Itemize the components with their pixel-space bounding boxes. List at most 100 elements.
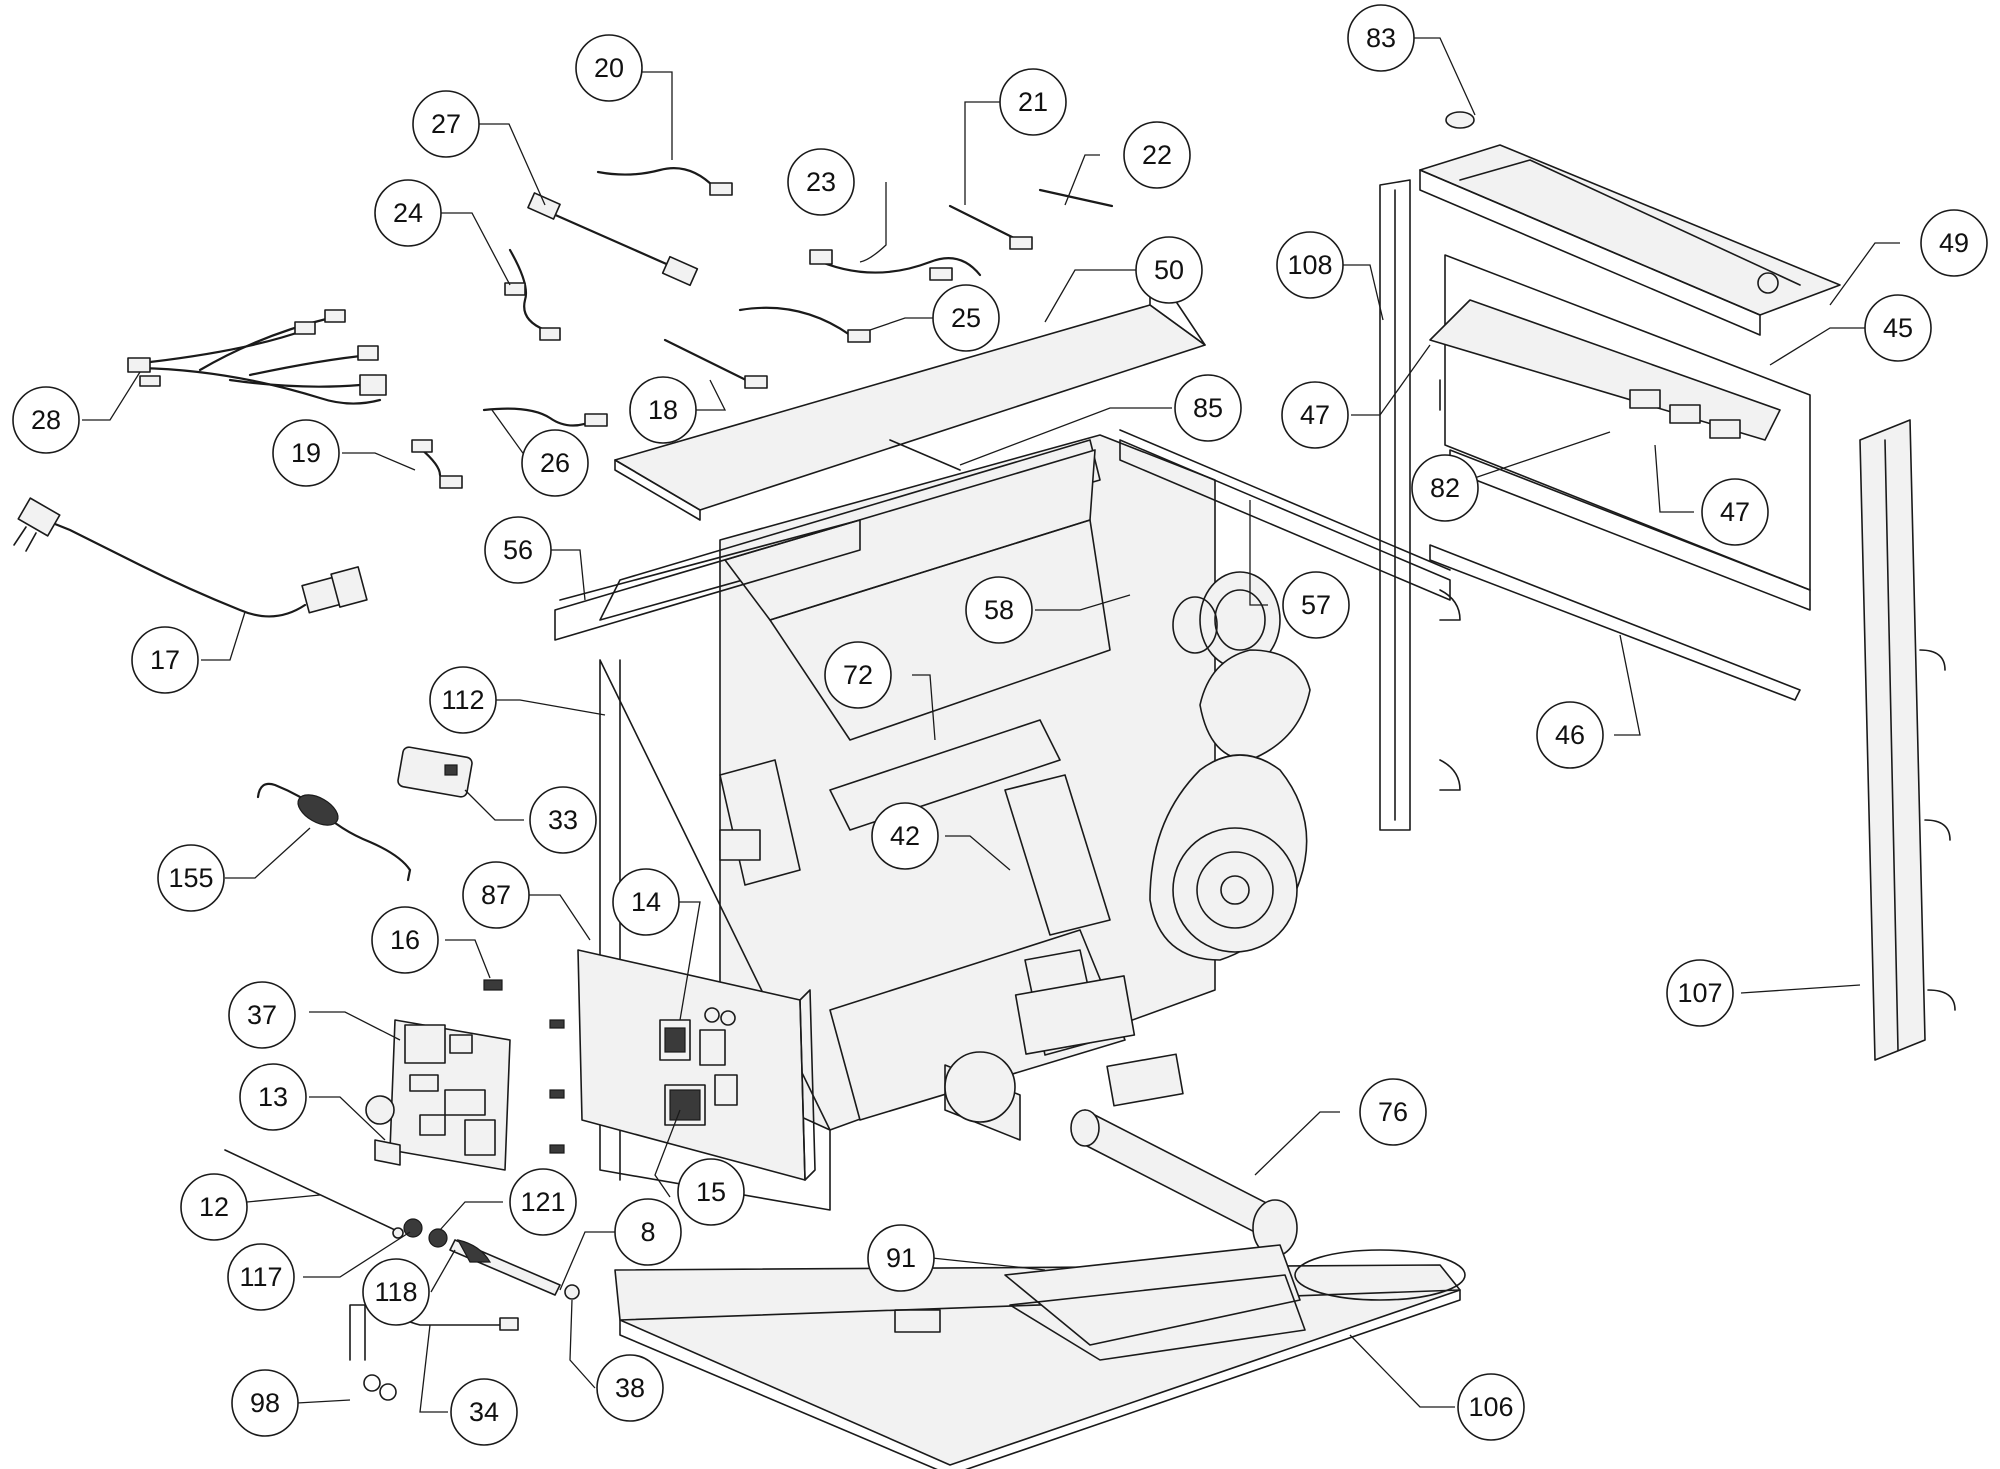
callout-number: 112 <box>441 685 484 715</box>
leader-50 <box>1044 269 1140 323</box>
callout-circle <box>1123 121 1191 189</box>
callout-72: 72 <box>824 641 892 709</box>
callout-number: 49 <box>1939 228 1969 258</box>
callout-22: 22 <box>1123 121 1191 189</box>
callout-number: 23 <box>806 167 836 197</box>
leader-13 <box>309 1096 386 1141</box>
leader-46 <box>1614 634 1641 736</box>
leader-49 <box>1829 242 1900 306</box>
callout-34: 34 <box>450 1378 518 1446</box>
callout-155: 155 <box>157 844 225 912</box>
callout-number: 121 <box>520 1187 565 1217</box>
callout-12: 12 <box>180 1173 248 1241</box>
leader-121 <box>439 1201 503 1231</box>
leader-8 <box>559 1231 617 1291</box>
callout-circle <box>1920 209 1988 277</box>
callout-number: 26 <box>540 448 570 478</box>
callout-circle <box>575 34 643 102</box>
leader-117 <box>303 1231 411 1278</box>
callout-circle <box>362 1258 430 1326</box>
callout-number: 57 <box>1301 590 1331 620</box>
leader-56 <box>545 549 586 601</box>
callout-45: 45 <box>1864 294 1932 362</box>
leader-15 <box>654 1109 681 1198</box>
leader-28 <box>82 371 141 421</box>
leader-87 <box>528 894 591 941</box>
callout-circle <box>462 861 530 929</box>
leader-22 <box>1064 154 1100 206</box>
callout-circle <box>1666 959 1734 1027</box>
callout-circle <box>239 1063 307 1131</box>
callout-number: 106 <box>1468 1392 1513 1422</box>
callout-15: 15 <box>677 1158 745 1226</box>
leader-19 <box>342 452 416 471</box>
callout-circle <box>1282 571 1350 639</box>
leader-98 <box>296 1399 351 1404</box>
callout-circle <box>1135 236 1203 304</box>
callout-number: 13 <box>258 1082 288 1112</box>
callout-25: 25 <box>932 284 1000 352</box>
callout-number: 24 <box>393 198 423 228</box>
callout-circle <box>429 666 497 734</box>
callout-number: 58 <box>984 595 1014 625</box>
wiring-harness <box>127 309 387 405</box>
side-rail <box>1859 419 1956 1061</box>
callout-number: 155 <box>168 863 213 893</box>
callout-number: 28 <box>31 405 61 435</box>
control-panel <box>577 949 816 1181</box>
callout-number: 37 <box>247 1000 277 1030</box>
callout-8: 8 <box>614 1198 682 1266</box>
base-plate <box>614 1244 1466 1469</box>
callout-117: 117 <box>227 1243 295 1311</box>
callout-number: 85 <box>1193 393 1223 423</box>
callout-circle <box>1276 231 1344 299</box>
callout-number: 21 <box>1018 87 1048 117</box>
callout-number: 47 <box>1300 400 1330 430</box>
callout-98: 98 <box>231 1369 299 1437</box>
callout-number: 83 <box>1366 23 1396 53</box>
leader-21 <box>964 101 1000 205</box>
control-board <box>374 1019 511 1171</box>
callout-number: 33 <box>548 805 578 835</box>
leader-106 <box>1349 1334 1455 1408</box>
leader-107 <box>1740 984 1861 994</box>
callout-number: 118 <box>374 1277 417 1307</box>
callout-20: 20 <box>575 34 643 102</box>
leader-76 <box>1254 1111 1340 1176</box>
callout-18: 18 <box>629 376 697 444</box>
callout-circle <box>999 68 1067 136</box>
callout-56: 56 <box>484 516 552 584</box>
callout-number: 22 <box>1142 140 1172 170</box>
leader-47b <box>1654 444 1694 513</box>
callout-circle <box>677 1158 745 1226</box>
callout-circle <box>272 419 340 487</box>
leader-14 <box>676 901 701 1021</box>
leader-72 <box>912 674 936 741</box>
callout-number: 91 <box>886 1243 916 1273</box>
leader-34 <box>419 1324 448 1413</box>
callouts: 20 27 21 22 23 24 83 49 108 50 25 45 28 … <box>12 4 1988 1446</box>
callout-number: 19 <box>291 438 321 468</box>
callout-number: 18 <box>648 395 678 425</box>
callout-108: 108 <box>1276 231 1344 299</box>
callout-circle <box>1281 381 1349 449</box>
leader-38 <box>569 1299 596 1389</box>
leader-37 <box>309 1011 401 1041</box>
callout-number: 16 <box>390 925 420 955</box>
leader-18 <box>694 379 727 411</box>
callout-circle <box>1864 294 1932 362</box>
callout-85: 85 <box>1174 374 1242 442</box>
callout-38: 38 <box>596 1354 664 1422</box>
callout-number: 8 <box>640 1217 655 1247</box>
callout-circle <box>867 1224 935 1292</box>
callout-number: 14 <box>631 887 661 917</box>
fan-assembly <box>1149 571 1311 961</box>
callout-13: 13 <box>239 1063 307 1131</box>
callout-circle <box>227 1243 295 1311</box>
callout-circle <box>1457 1373 1525 1441</box>
callout-57: 57 <box>1282 571 1350 639</box>
callout-circle <box>180 1173 248 1241</box>
leader-23 <box>859 182 887 263</box>
callout-circle <box>1347 4 1415 72</box>
